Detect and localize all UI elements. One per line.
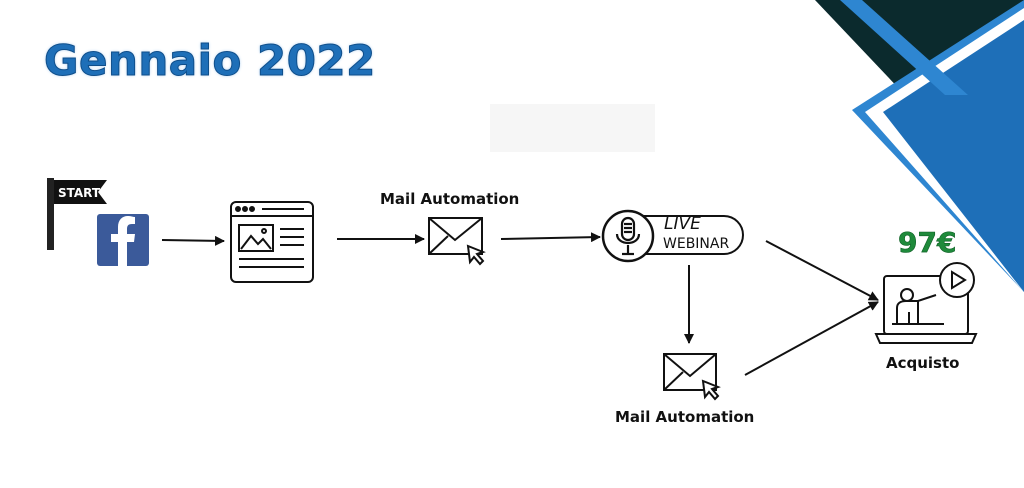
faint-smudge — [490, 104, 655, 152]
start-flag-text: START — [58, 186, 101, 200]
facebook-icon — [97, 214, 149, 266]
mail-cursor-icon-2 — [663, 353, 721, 401]
arrow-mail-to-webinar — [500, 232, 601, 243]
flow-arrows — [161, 232, 879, 376]
purchase-label: Acquisto — [886, 354, 960, 372]
webinar-badge — [601, 209, 744, 263]
price-label: 97€ — [898, 226, 957, 260]
mail-automation-label-1: Mail Automation — [380, 190, 520, 208]
microphone-icon — [615, 216, 641, 256]
mail-automation-label-2: Mail Automation — [615, 408, 755, 426]
arrow-webinar-to-purchase — [765, 240, 879, 301]
arrow-facebook-to-page — [161, 235, 225, 246]
start-flag-icon — [47, 178, 107, 250]
browser-window-icon — [230, 201, 314, 283]
corner-decoration — [815, 0, 1024, 292]
webinar-text: WEBINAR — [663, 236, 729, 252]
laptop-presenter-icon — [874, 262, 978, 344]
page-title: Gennaio 2022 — [44, 36, 376, 86]
webinar-live-text: LIVE — [664, 214, 701, 234]
arrow-mail2-to-purchase — [744, 301, 879, 376]
mail-cursor-icon — [428, 217, 486, 266]
